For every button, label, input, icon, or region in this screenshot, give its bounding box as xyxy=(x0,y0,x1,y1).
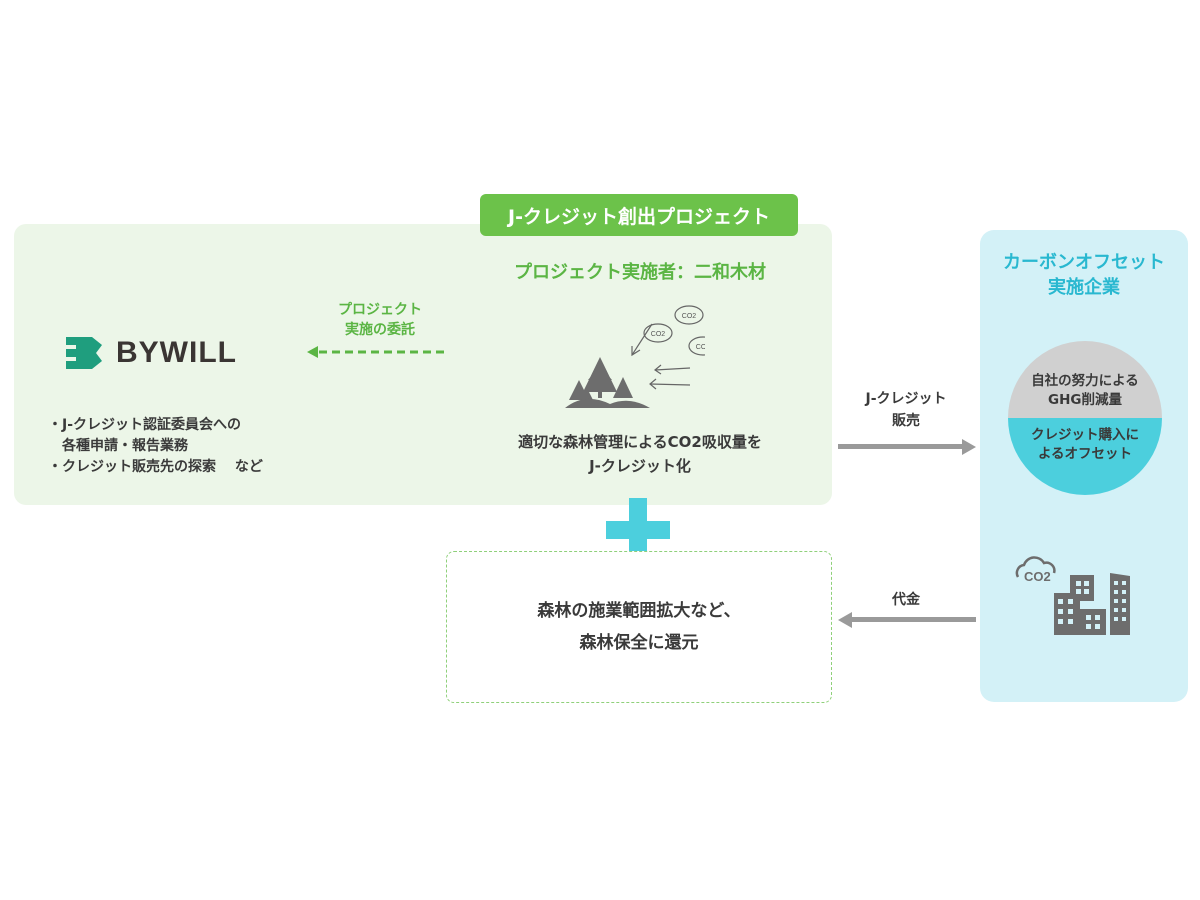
description-line: J-クレジット化 xyxy=(589,457,691,475)
bywill-logo-text: BYWILL xyxy=(116,336,237,369)
co2-label: CO2 xyxy=(682,313,697,320)
sale-label-line: 販売 xyxy=(892,413,920,429)
sale-label-line: J-クレジット xyxy=(865,391,947,407)
co2-cloud-icon xyxy=(643,323,673,343)
credit-offset-line: よるオフセット xyxy=(1037,446,1133,462)
sale-arrow xyxy=(838,439,976,455)
payment-arrow xyxy=(838,612,976,628)
sale-label: J-クレジット 販売 xyxy=(846,388,966,432)
project-implementer: プロジェクト実施者：二和木材 xyxy=(514,262,766,283)
task-item: ・クレジット販売先の探索 など xyxy=(48,459,263,475)
co2-label: CO2 xyxy=(1024,569,1051,584)
bywill-logo: BYWILL xyxy=(66,336,237,370)
title-line: 実施企業 xyxy=(1048,277,1120,298)
plus-icon xyxy=(606,521,670,539)
task-item: 各種申請・報告業務 xyxy=(48,438,188,454)
forest-co2-icon: CO2 CO2 CO2 xyxy=(565,305,705,408)
buildings-icon xyxy=(1054,573,1130,635)
absorb-arrow xyxy=(631,323,653,356)
co2-cloud-icon xyxy=(674,305,704,325)
cloud-icon xyxy=(1015,556,1056,578)
own-reduction-line: 自社の努力による xyxy=(1031,373,1139,389)
bywill-logo-mark xyxy=(66,337,102,369)
title-line: カーボンオフセット xyxy=(1003,252,1165,273)
delegation-line: プロジェクト xyxy=(338,302,422,318)
offset-company-title: カーボンオフセット 実施企業 xyxy=(980,250,1188,300)
delegation-label: プロジェクト 実施の委託 xyxy=(310,300,450,340)
absorb-arrow xyxy=(649,383,691,386)
project-title: J-クレジット創出プロジェクト xyxy=(480,194,798,236)
co2-cloud-icon xyxy=(688,336,705,356)
payment-label: 代金 xyxy=(892,592,920,608)
delegation-line: 実施の委託 xyxy=(345,322,415,338)
return-line: 森林保全に還元 xyxy=(579,633,699,653)
project-description: 適切な森林管理によるCO2吸収量を J-クレジット化 xyxy=(440,430,840,478)
project-panel xyxy=(14,224,832,505)
offset-breakdown-circle: 自社の努力による GHG削減量 クレジット購入に よるオフセット xyxy=(1008,341,1162,495)
own-reduction-line: GHG削減量 xyxy=(1048,392,1122,408)
bywill-tasks: ・J-クレジット認証委員会への 各種申請・報告業務 ・クレジット販売先の探索 な… xyxy=(48,415,263,478)
task-item: ・J-クレジット認証委員会への xyxy=(48,417,242,433)
absorb-arrow xyxy=(654,367,691,371)
co2-label: CO2 xyxy=(696,344,705,351)
credit-offset-line: クレジット購入に xyxy=(1031,427,1139,443)
buildings-co2-icon: CO2 xyxy=(1015,556,1130,635)
return-box: 森林の施業範囲拡大など、 森林保全に還元 xyxy=(446,551,832,703)
description-line: 適切な森林管理によるCO2吸収量を xyxy=(518,433,762,451)
return-line: 森林の施業範囲拡大など、 xyxy=(537,601,741,621)
delegation-arrow xyxy=(307,346,447,358)
forest-icon xyxy=(565,357,650,408)
co2-label: CO2 xyxy=(651,331,666,338)
